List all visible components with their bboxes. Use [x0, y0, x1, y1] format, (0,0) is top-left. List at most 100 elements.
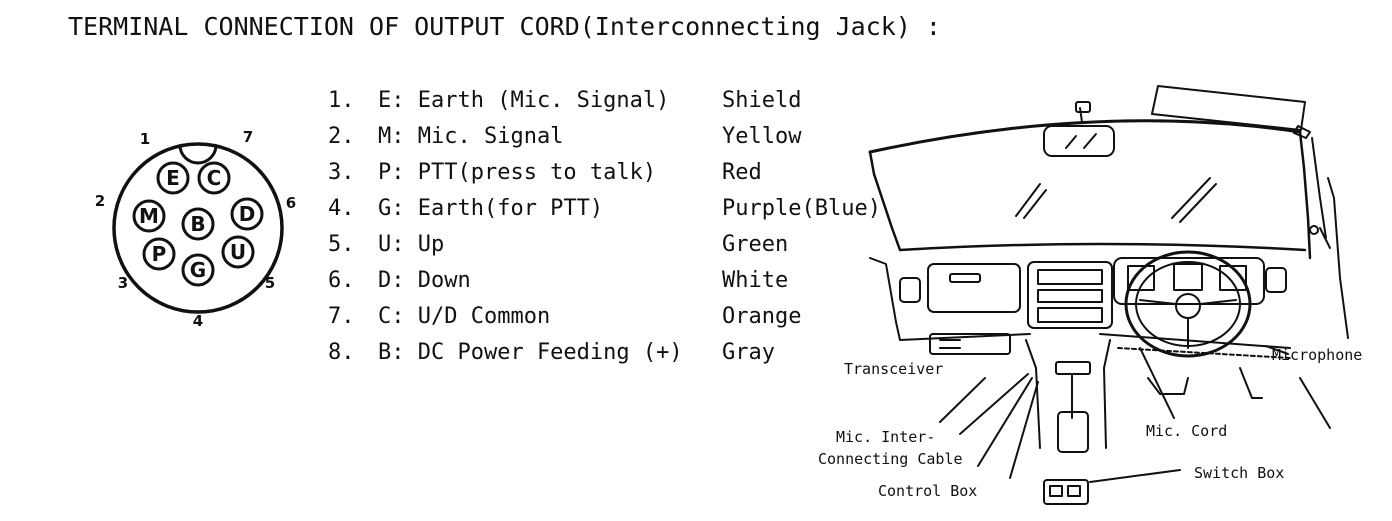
car-installation-diagram: Transceiver Microphone Mic. Inter- Conne…: [800, 78, 1392, 517]
pin-row-number: 4.: [328, 196, 355, 221]
leader-microphone: [1265, 345, 1289, 355]
glove-box-latch: [949, 273, 981, 283]
leader-mic-cord: [1139, 347, 1175, 419]
mirror-glare: [1065, 133, 1097, 149]
right-vent: [1265, 267, 1287, 293]
transceiver-unit: [929, 333, 1011, 355]
pin-number-4: 4: [193, 312, 203, 330]
pin-row-wire-color: Shield: [722, 88, 802, 113]
windshield-left-edge: [868, 150, 902, 252]
leader-door: [1299, 377, 1331, 429]
dash-top: [898, 242, 1307, 252]
pin-number-7: 7: [243, 128, 253, 146]
mic-hanger: [1319, 227, 1331, 249]
cord-route: [1117, 347, 1291, 359]
pin-row-number: 6.: [328, 268, 355, 293]
page-title: TERMINAL CONNECTION OF OUTPUT CORD(Inter…: [68, 12, 941, 41]
radio-unit: [1037, 269, 1103, 285]
steering-hub: [1175, 293, 1201, 319]
connector-diagram: E C M B D P U G 1 7 2 6 3 5 4: [88, 118, 308, 338]
pin-row-description: B: DC Power Feeding (+): [378, 340, 683, 365]
steering-spokes: [1139, 299, 1237, 349]
pin-row-description: G: Earth(for PTT): [378, 196, 604, 221]
glass-reflection-right: [1171, 177, 1217, 223]
leader-transceiver: [939, 377, 986, 423]
pin-row-wire-color: Green: [722, 232, 789, 257]
pin-row-number: 7.: [328, 304, 355, 329]
pin-circle-b: [181, 207, 215, 241]
side-door-line: [1327, 177, 1349, 339]
label-switch-box: Switch Box: [1194, 464, 1285, 482]
glass-reflection-left: [1015, 183, 1047, 219]
pin-label-u: U: [230, 240, 246, 264]
pin-label-c: C: [207, 166, 222, 190]
pin-row-description: C: U/D Common: [378, 304, 551, 329]
pin-row-wire-color: Red: [722, 160, 762, 185]
control-box-button-left: [1049, 485, 1063, 497]
pin-circle-u: [221, 235, 255, 269]
rear-view-mirror: [1043, 125, 1115, 157]
pin-label-d: D: [239, 202, 256, 226]
tunnel-right: [1103, 339, 1111, 449]
pin-row-description: M: Mic. Signal: [378, 124, 564, 149]
pin-label-e: E: [166, 166, 180, 190]
label-mic-cord: Mic. Cord: [1146, 422, 1228, 440]
pin-row-wire-color: White: [722, 268, 789, 293]
pillar-trim: [1311, 137, 1327, 239]
connector-pinout-graphic: E C M B D P U G 1 7 2 6 3 5 4: [95, 128, 296, 330]
center-console: [1027, 261, 1113, 329]
pin-circle-d: [230, 197, 264, 231]
pin-row-number: 5.: [328, 232, 355, 257]
accelerator-pedal: [1239, 367, 1263, 399]
pin-circle-e: [156, 161, 190, 195]
leader-mic-inter: [959, 373, 1029, 435]
pin-row-description: E: Earth (Mic. Signal): [378, 88, 670, 113]
label-transceiver: Transceiver: [844, 360, 944, 378]
mirror-mount: [1075, 101, 1091, 113]
tunnel-left: [1025, 339, 1041, 449]
pin-label-m: M: [139, 204, 159, 228]
pin-row-number: 8.: [328, 340, 355, 365]
mirror-stem: [1079, 107, 1083, 123]
climate-controls: [1037, 307, 1103, 323]
pin-row-description: P: PTT(press to talk): [378, 160, 657, 185]
leader-control-box: [1009, 381, 1039, 479]
glove-box: [927, 263, 1021, 313]
clutch-pedal: [1147, 377, 1189, 395]
pin-number-6: 6: [286, 194, 296, 212]
shifter-boot: [1057, 411, 1089, 453]
pin-number-1: 1: [140, 130, 150, 148]
pin-circle-c: [197, 161, 231, 195]
left-dash-edge: [869, 257, 901, 341]
pin-number-5: 5: [265, 274, 275, 292]
pin-row-description: U: Up: [378, 232, 445, 257]
car-dashboard-illustration: [868, 85, 1349, 505]
pin-number-2: 2: [95, 192, 105, 210]
pin-number-3: 3: [118, 274, 128, 292]
control-box-button-right: [1067, 485, 1081, 497]
radio-controls: [1037, 289, 1103, 303]
left-vent: [899, 277, 921, 303]
label-connecting-cable: Connecting Cable: [818, 450, 963, 468]
pin-label-g: G: [190, 258, 206, 282]
pin-row-wire-color: Yellow: [722, 124, 802, 149]
a-pillar: [1298, 130, 1312, 260]
label-microphone: Microphone: [1272, 346, 1363, 364]
pin-circle-m: [132, 199, 166, 233]
label-mic-inter: Mic. Inter-: [836, 428, 936, 446]
sun-visor: [1151, 85, 1306, 131]
gauge-left: [1127, 265, 1155, 291]
pin-label-b: B: [190, 212, 205, 236]
pin-label-p: P: [152, 242, 167, 266]
pin-row-number: 2.: [328, 124, 355, 149]
shifter-base: [1055, 361, 1091, 375]
gauge-right: [1219, 265, 1247, 291]
label-control-box: Control Box: [878, 482, 978, 500]
pin-circle-p: [142, 237, 176, 271]
instrument-cluster: [1113, 257, 1265, 305]
connector-key-notch: [178, 144, 218, 165]
mic-clip: [1309, 225, 1319, 235]
leader-connecting-cable: [977, 377, 1033, 467]
steering-wheel: [1124, 250, 1252, 358]
pin-row-wire-color: Purple(Blue): [722, 196, 881, 221]
